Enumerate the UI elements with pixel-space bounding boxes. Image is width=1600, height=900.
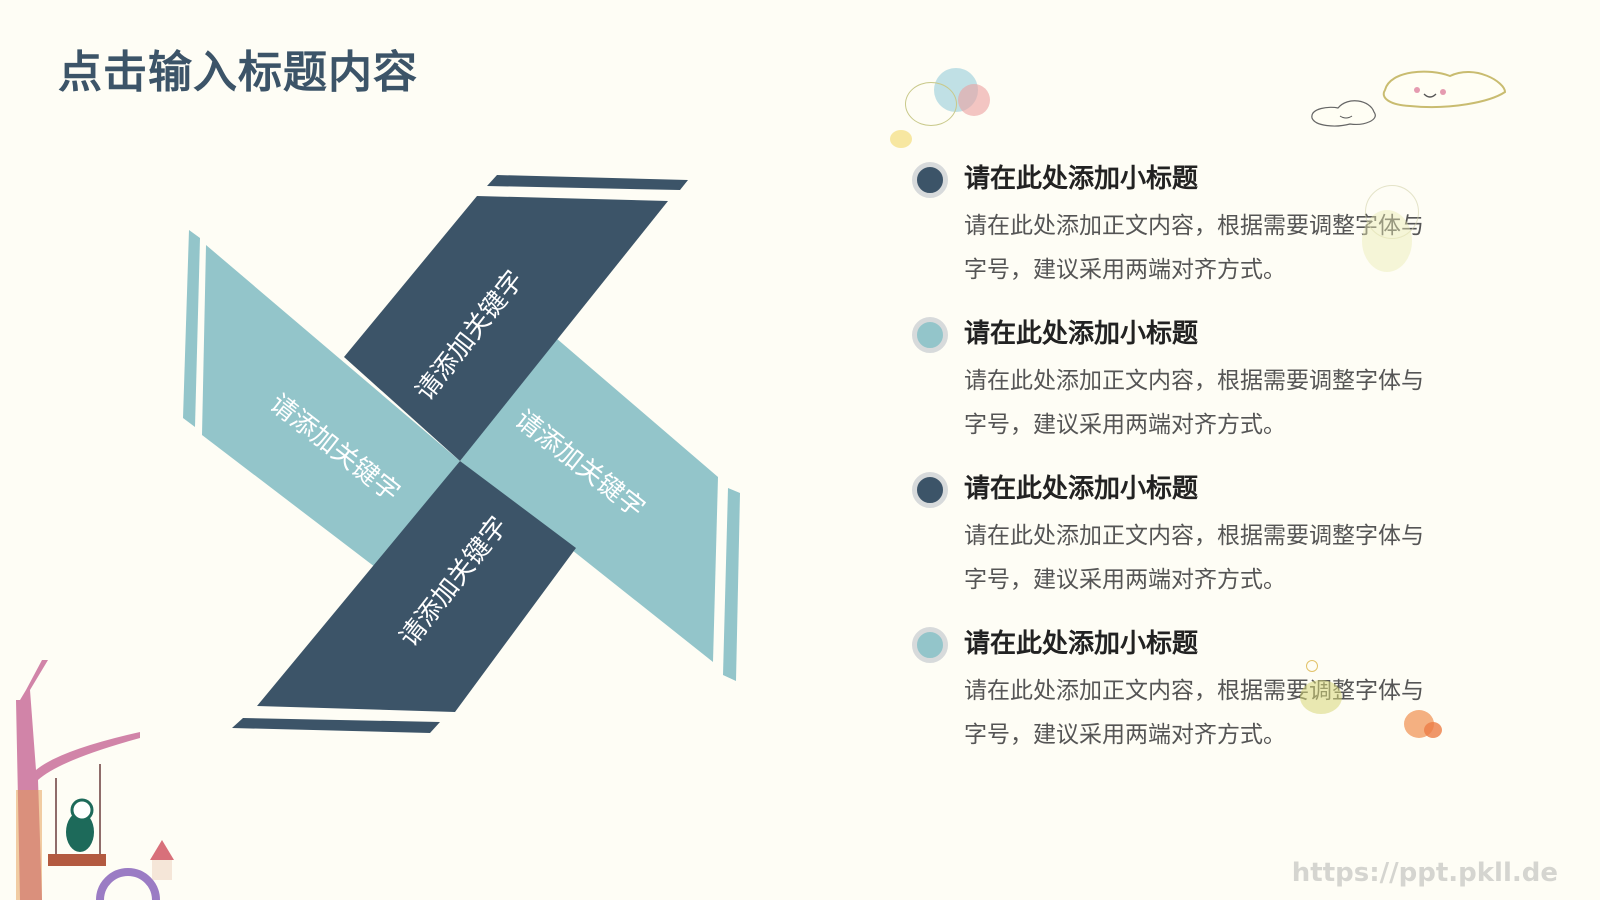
- left-blade: [202, 245, 460, 567]
- bottom-blade: [257, 461, 576, 712]
- list-item: 请在此处添加小标题 请在此处添加正文内容，根据需要调整字体与字号，建议采用两端对…: [912, 313, 1472, 468]
- bullet-dot-icon: [912, 317, 948, 353]
- item-title[interactable]: 请在此处添加小标题: [964, 164, 1199, 194]
- left-blade-strip: [183, 230, 200, 427]
- bubble-decoration-icon: [1362, 210, 1412, 272]
- bubble-decoration-icon: [1306, 660, 1318, 672]
- content-list: 请在此处添加小标题 请在此处添加正文内容，根据需要调整字体与字号，建议采用两端对…: [912, 158, 1472, 778]
- bubble-decoration-icon: [1424, 722, 1442, 738]
- list-item: 请在此处添加小标题 请在此处添加正文内容，根据需要调整字体与字号，建议采用两端对…: [912, 468, 1472, 623]
- top-blade: [344, 196, 668, 461]
- item-body[interactable]: 请在此处添加正文内容，根据需要调整字体与字号，建议采用两端对齐方式。: [964, 678, 1424, 748]
- watermark: https://ppt.pkll.de: [1291, 858, 1558, 888]
- bullet-dot-icon: [912, 472, 948, 508]
- item-body[interactable]: 请在此处添加正文内容，根据需要调整字体与字号，建议采用两端对齐方式。: [964, 213, 1424, 283]
- pinwheel-diagram: [183, 175, 740, 733]
- item-title[interactable]: 请在此处添加小标题: [964, 629, 1199, 659]
- bubble-decoration-icon: [1365, 185, 1419, 239]
- tree-swing-illustration: [16, 660, 174, 900]
- right-blade: [460, 338, 718, 662]
- bubble-decoration-icon: [1300, 680, 1342, 714]
- item-title[interactable]: 请在此处添加小标题: [964, 319, 1199, 349]
- item-body[interactable]: 请在此处添加正文内容，根据需要调整字体与字号，建议采用两端对齐方式。: [964, 523, 1424, 593]
- bubble-decoration-icon: [890, 130, 912, 148]
- slide-title: 点击输入标题内容: [58, 47, 418, 98]
- bubble-decoration-icon: [958, 84, 990, 116]
- right-blade-strip: [723, 488, 740, 681]
- list-item: 请在此处添加小标题 请在此处添加正文内容，根据需要调整字体与字号，建议采用两端对…: [912, 623, 1472, 778]
- bullet-dot-icon: [912, 162, 948, 198]
- bullet-dot-icon: [912, 627, 948, 663]
- list-item: 请在此处添加小标题 请在此处添加正文内容，根据需要调整字体与字号，建议采用两端对…: [912, 158, 1472, 313]
- item-title[interactable]: 请在此处添加小标题: [964, 474, 1199, 504]
- top-blade-strip: [487, 175, 688, 190]
- item-body[interactable]: 请在此处添加正文内容，根据需要调整字体与字号，建议采用两端对齐方式。: [964, 368, 1424, 438]
- bubble-decoration-icon: [905, 82, 957, 126]
- cloud-decoration-icon: [1311, 70, 1507, 127]
- bottom-blade-strip: [232, 718, 440, 733]
